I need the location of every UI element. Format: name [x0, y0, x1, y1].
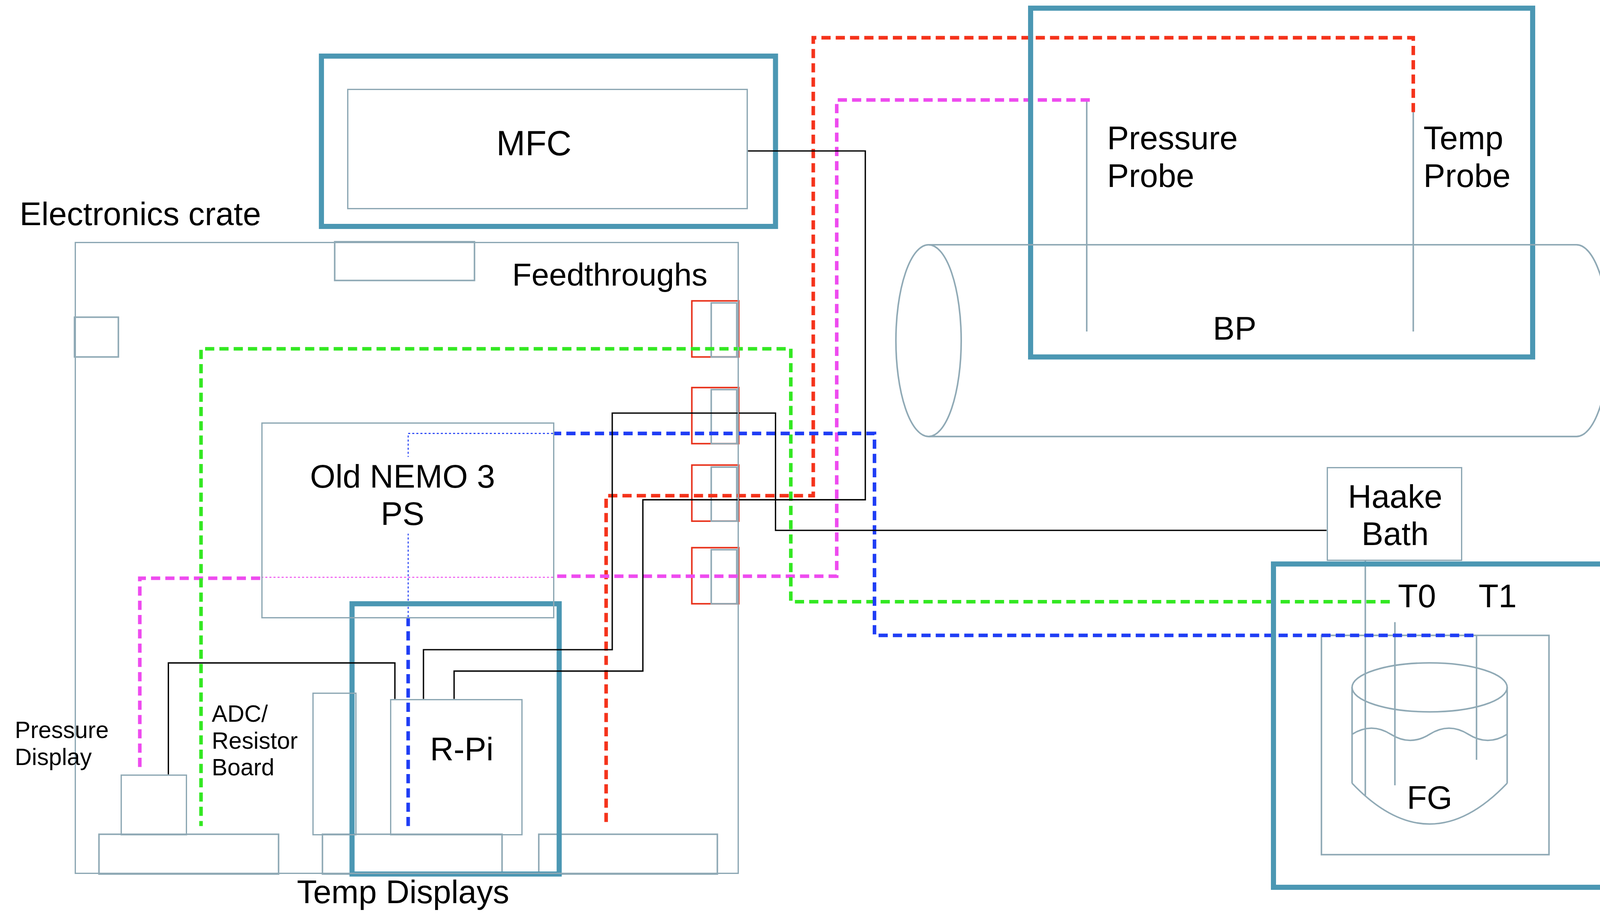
- outline-box: [1321, 635, 1549, 856]
- highlight-frame: [351, 604, 560, 875]
- outline-box: [322, 834, 503, 875]
- crate-box: Old NEMO 3 PS Pressure Display ADC/ Resist…: [74, 241, 739, 875]
- highlight-frame: [1273, 564, 1600, 888]
- sensor-wire-thin: [260, 577, 554, 578]
- power-supply-box: Old NEMO 3 PS: [261, 422, 555, 619]
- sensor-wire-thin: [260, 433, 554, 618]
- signal-cable: [423, 413, 1327, 700]
- node-text: Pressure Display: [15, 716, 128, 772]
- cylinder-outline: [895, 244, 962, 437]
- node-text: Haake Bath: [1336, 477, 1454, 554]
- highlight-frame: [321, 8, 1600, 888]
- probe-line: [1412, 110, 1415, 332]
- node-text: Old NEMO 3 PS: [296, 456, 509, 534]
- vessel-outline: [1351, 663, 1507, 825]
- node-text: MFC: [496, 123, 572, 164]
- node-text: FG: [1406, 779, 1453, 817]
- vessel-outline: [1351, 728, 1507, 742]
- sensor-wire: [553, 433, 1474, 636]
- probe-line: [1475, 635, 1478, 761]
- bath-box: Haake Bath: [1326, 467, 1463, 562]
- pressure-display: Pressure Display: [120, 774, 188, 837]
- bp-cylinder: BP: [895, 242, 1600, 439]
- feedthrough: [691, 465, 739, 522]
- highlight-frame: [321, 56, 776, 227]
- probe-line: [1364, 561, 1367, 796]
- fg-vessel: FG: [1348, 661, 1511, 847]
- cylinder-outline: [928, 244, 1600, 437]
- mfc-box: MFC: [347, 88, 749, 210]
- node-text: Electronics crate: [19, 195, 261, 233]
- outline-box: [99, 834, 279, 875]
- signal-cable: [453, 151, 866, 700]
- sensor-wire: [201, 348, 1391, 827]
- node-text: ADC/ Resistor Board: [211, 700, 312, 782]
- probe-label: Pressure Probe: [1106, 119, 1276, 195]
- part-label: Temp Displays: [296, 875, 510, 910]
- sensor-wire: [406, 617, 410, 827]
- outline-box: [74, 317, 119, 358]
- node-text: BP: [1212, 309, 1257, 348]
- adc-board: ADC/ Resistor Board: [312, 692, 357, 836]
- rpi-box: R-Pi: [390, 699, 523, 837]
- feedthrough: [691, 301, 739, 605]
- probe-line: [1085, 99, 1088, 332]
- sensor-label: T0: [1397, 577, 1437, 616]
- outline-box: [334, 241, 475, 281]
- part-label: Feedthroughs: [512, 257, 708, 294]
- outline-box: [538, 834, 718, 875]
- probe-label: Temp Probe: [1423, 119, 1530, 195]
- vessel-outline: [1351, 663, 1507, 713]
- vessel-outline: [1348, 661, 1511, 847]
- probe-line: [1394, 622, 1396, 787]
- probe-line: [1086, 99, 1477, 796]
- node-text: R-Pi: [429, 730, 494, 769]
- sensor-wire: [553, 99, 1090, 577]
- cylinder-outline: [895, 244, 1600, 437]
- sensor-label: T1: [1478, 577, 1517, 616]
- highlight-frame: [1030, 8, 1533, 357]
- signal-cable: [168, 663, 395, 775]
- vessel-outline: [1351, 687, 1507, 825]
- feedthrough: [711, 389, 737, 444]
